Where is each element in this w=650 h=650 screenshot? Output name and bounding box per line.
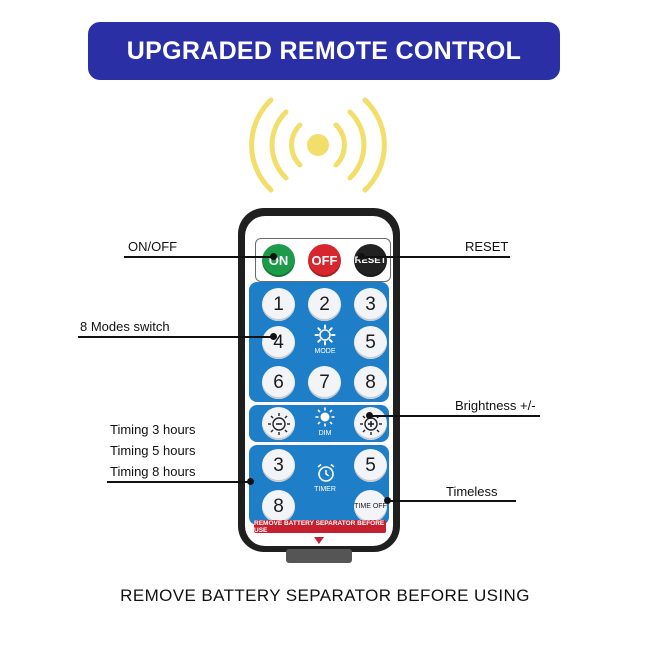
leader-dot (270, 253, 277, 260)
brightness-down-button[interactable] (262, 407, 295, 440)
leader-dot (366, 412, 373, 419)
leader-line (388, 500, 516, 502)
mode-key-4[interactable]: 4 (262, 326, 295, 359)
timer-8h-button[interactable]: 8 (262, 490, 295, 523)
sun-icon (315, 407, 335, 427)
leader-dot (270, 333, 277, 340)
off-button[interactable]: OFF (308, 244, 341, 277)
leader-line (370, 415, 540, 417)
remote-face: ON OFF RESET 1 2 3 4 MODE 5 6 7 8 (245, 216, 393, 546)
timer-5h-button[interactable]: 5 (354, 449, 387, 482)
battery-separator-strip: REMOVE BATTERY SEPARATOR BEFORE USE (254, 519, 386, 534)
mode-key-2[interactable]: 2 (308, 288, 341, 321)
mode-key-6[interactable]: 6 (262, 366, 295, 399)
reset-button[interactable]: RESET (354, 244, 387, 277)
on-button[interactable]: ON (262, 244, 295, 277)
mode-key-3[interactable]: 3 (354, 288, 387, 321)
dim-label: DIM (318, 430, 332, 437)
time-off-button[interactable]: TIME OFF (354, 490, 387, 523)
mode-key-5[interactable]: 5 (354, 326, 387, 359)
mode-key-8[interactable]: 8 (354, 366, 387, 399)
gear-icon (314, 324, 336, 346)
callout-brightness: Brightness +/- (455, 398, 536, 413)
callout-on-off: ON/OFF (128, 239, 178, 254)
mode-key-7[interactable]: 7 (308, 366, 341, 399)
mode-label: MODE (314, 348, 336, 355)
leader-dot (358, 253, 365, 260)
leader-line (107, 481, 250, 483)
callout-timeless: Timeless (446, 484, 498, 499)
callout-timing-3: Timing 3 hours (110, 422, 196, 437)
leader-dot (384, 497, 391, 504)
leader-dot (247, 478, 254, 485)
callout-reset: RESET (465, 239, 509, 254)
timer-label: TIMER (314, 486, 336, 493)
leader-line (124, 256, 274, 258)
alarm-clock-icon (317, 463, 335, 482)
timer-3h-button[interactable]: 3 (262, 449, 295, 482)
callout-modes: 8 Modes switch (80, 319, 170, 334)
arrow-down-icon (314, 537, 324, 544)
footer-note: REMOVE BATTERY SEPARATOR BEFORE USING (120, 586, 530, 605)
mode-key-1[interactable]: 1 (262, 288, 295, 321)
callout-timing-5: Timing 5 hours (110, 443, 196, 458)
callout-timing-8: Timing 8 hours (110, 464, 196, 479)
power-button-row (255, 238, 391, 282)
banner-title: UPGRADED REMOTE CONTROL (126, 36, 522, 65)
signal-waves-icon (249, 97, 387, 193)
remote-control: ON OFF RESET 1 2 3 4 MODE 5 6 7 8 (238, 208, 400, 552)
banner: UPGRADED REMOTE CONTROL (88, 22, 560, 80)
leader-line (362, 256, 510, 258)
sun-minus-icon (267, 412, 290, 435)
battery-separator-tab[interactable] (286, 549, 352, 563)
leader-line (78, 336, 273, 338)
